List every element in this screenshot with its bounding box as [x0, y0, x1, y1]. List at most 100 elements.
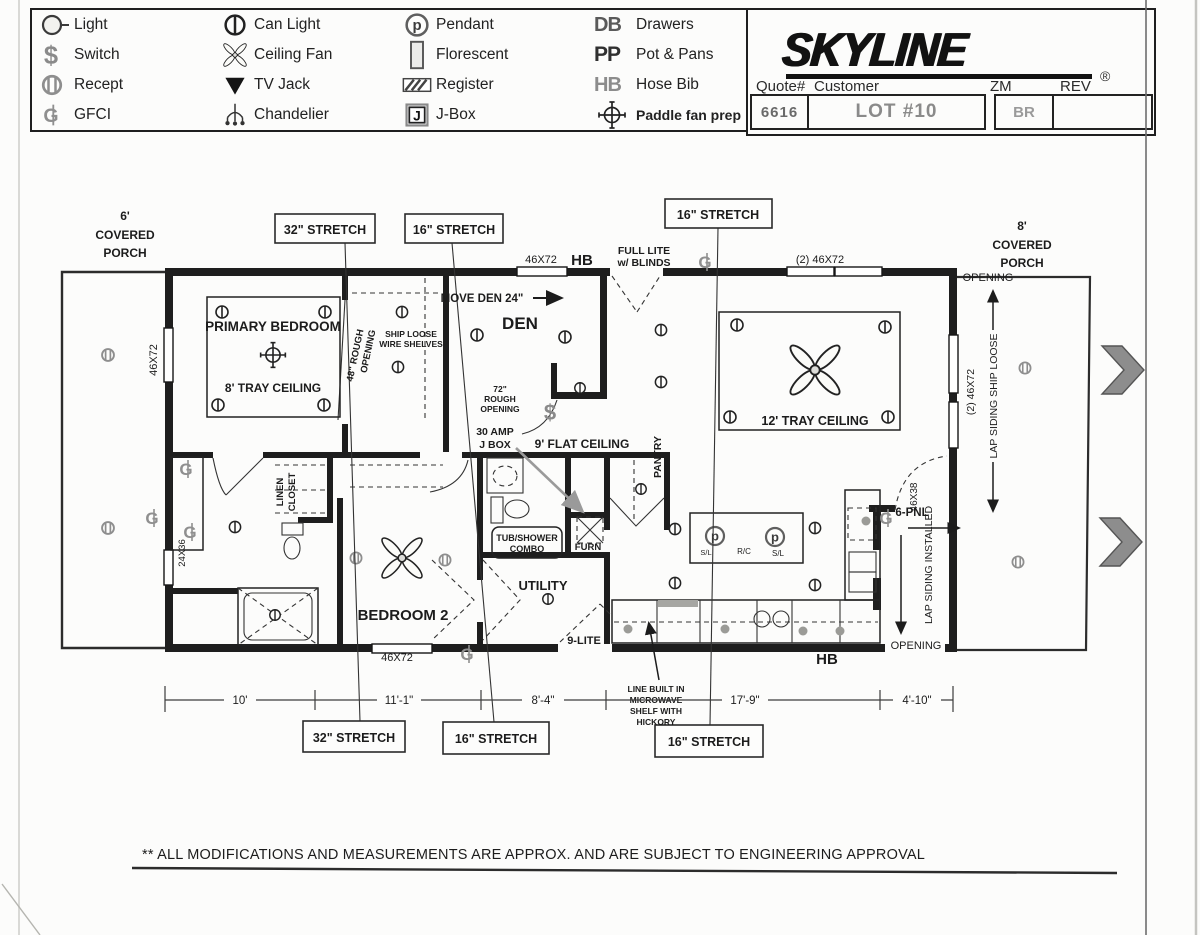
microwave-note4: HICKORY [637, 717, 676, 727]
legend-item-paddle-fan-prep: Paddle fan prep [594, 100, 744, 130]
legend-item-register: Register [400, 70, 560, 100]
legend-label: J-Box [436, 106, 476, 123]
windows [163, 266, 959, 654]
pantry-door [609, 497, 665, 527]
tray-12-label: 12' TRAY CEILING [761, 414, 868, 428]
window-46x72-right [948, 334, 959, 394]
utility-label: UTILITY [518, 578, 567, 593]
legend-item-pendant: Pendant [400, 10, 560, 40]
legend-item-can-light: Can Light [218, 10, 398, 40]
can-light-icon [215, 305, 229, 319]
footer-note: ** ALL MODIFICATIONS AND MEASUREMENTS AR… [131, 847, 1118, 875]
microwave-shelf [658, 600, 698, 607]
prep-sink [848, 571, 877, 593]
arrows [515, 289, 999, 681]
amp-jbox-label2: J BOX [479, 439, 511, 451]
legend-item-pot-pans: PP Pot & Pans [594, 40, 744, 70]
legend-label: Recept [74, 76, 124, 93]
legend-column-2: Can Light Ceiling Fan TV Jack Chandelier [218, 10, 398, 130]
right-porch [957, 275, 1145, 652]
porch-right-label: PORCH [1000, 256, 1043, 270]
registered-mark: ® [1100, 68, 1111, 84]
entry-door-swing [611, 275, 661, 313]
callout-16-stretch-bottom: 16" STRETCH [455, 732, 537, 746]
window-label-left: 46X72 [148, 344, 160, 376]
window-label-bottom: 46X72 [381, 652, 413, 664]
approval-note: ** ALL MODIFICATIONS AND MEASUREMENTS AR… [142, 847, 925, 863]
exterior-walls [165, 268, 957, 652]
ship-loose-shelves2: WIRE SHELVES [379, 339, 443, 349]
can-light-icon [878, 320, 892, 334]
legend-column-4: DB Drawers PP Pot & Pans HB Hose Bib Pad… [594, 10, 744, 130]
paddle-fan-prep-icon [259, 341, 287, 369]
kitchen-island [689, 512, 804, 564]
move-den-note: MOVE DEN 24" [441, 293, 524, 305]
can-light-icon [318, 305, 332, 319]
bedroom2-closet-dashes [350, 464, 443, 488]
porch-left-label: PORCH [103, 246, 146, 260]
gfci-icon [144, 508, 160, 529]
plan-labels: 6' COVERED PORCH 8' COVERED PORCH 46X72 … [95, 209, 1052, 727]
vanity [170, 456, 204, 551]
rough-72-label: 72" [493, 384, 507, 394]
microwave-leader-arrow [644, 621, 660, 681]
dim-8-4: 8'-4" [532, 695, 555, 707]
rev-value-cell [1052, 94, 1153, 130]
opening-label-top: OPENING [963, 272, 1014, 284]
linen-label2: CLOSET [287, 473, 298, 512]
rev-header: REV [1060, 78, 1091, 95]
legend-item-chandelier: Chandelier [218, 100, 398, 130]
legend-item-recept: Recept [38, 70, 208, 100]
den-label: DEN [502, 314, 538, 333]
ceiling-fan-icon [378, 534, 426, 582]
can-light-icon [808, 521, 822, 535]
can-light-icon [317, 398, 331, 412]
can-light-icon [668, 522, 682, 536]
chevron-right-icon [1100, 345, 1145, 395]
toilet [283, 536, 301, 560]
legend-label: GFCI [74, 106, 112, 123]
can-light-icon [881, 410, 895, 424]
can-light-icon [723, 410, 737, 424]
doors-and-dashes [212, 275, 948, 643]
dim-11-1: 11'-1" [385, 695, 413, 707]
lap-siding-installed: LAP SIDING INSTALLED [923, 506, 935, 624]
kitchen-sink [753, 610, 771, 628]
shower-pan [243, 592, 313, 641]
customer-value-cell: LOT #10 [807, 94, 986, 130]
hose-bib-label-bottom: HB [816, 651, 838, 668]
dim-4-10: 4'-10" [902, 695, 931, 707]
legend-item-florescent: Florescent [400, 40, 560, 70]
can-light-icon [542, 593, 554, 605]
can-light-icon [228, 520, 242, 534]
gfci-icon [878, 508, 894, 529]
tub-shower-label2: COMBO [510, 544, 545, 554]
legend-item-switch: Switch [38, 40, 208, 70]
window-24x36-left [163, 549, 174, 586]
can-light-icon [730, 318, 744, 332]
gfci-icon [697, 252, 713, 273]
tray-ceiling-12ft-outline [718, 311, 901, 431]
legend-label: Register [436, 76, 494, 93]
hall-bath-dash [482, 559, 521, 641]
window-46x72-top-right [834, 266, 883, 277]
closet-opening [337, 299, 346, 421]
recept-icon [1011, 555, 1025, 569]
furn-label: FURN [575, 542, 602, 553]
customer-header: Customer [814, 78, 880, 95]
ceiling-fan-icon [786, 341, 844, 399]
can-light-icon [395, 305, 409, 319]
callout-16-stretch-bottom-right: 16" STRETCH [668, 735, 750, 749]
rough-72-label2: ROUGH [484, 394, 516, 404]
tray-8-label: 8' TRAY CEILING [225, 381, 321, 395]
dim-17-9: 17'-9" [730, 695, 759, 707]
callout-32-stretch-bottom: 32" STRETCH [313, 731, 395, 745]
window-46x72-right [948, 401, 959, 449]
can-light-icon [470, 328, 484, 342]
amp-jbox-label: 30 AMP [476, 426, 514, 438]
can-light-icon [211, 398, 225, 412]
porch-right-label: COVERED [992, 238, 1052, 252]
pendant-icon [764, 526, 786, 548]
